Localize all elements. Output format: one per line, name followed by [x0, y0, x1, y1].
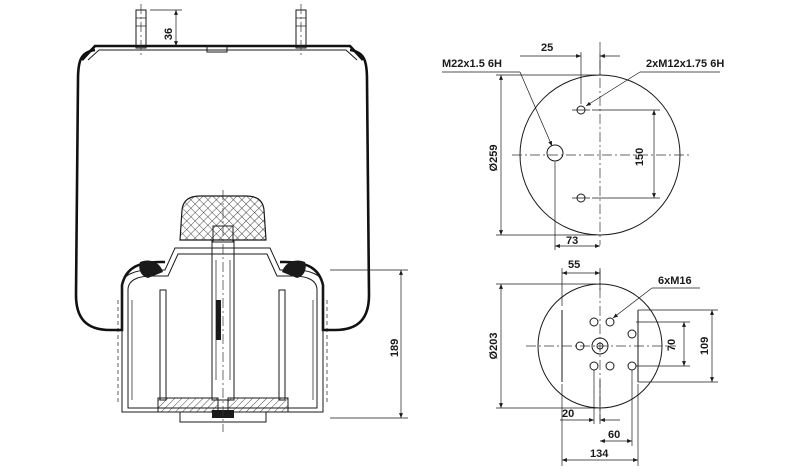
- dim-134: 134: [561, 384, 639, 466]
- svg-text:Ø259: Ø259: [488, 145, 500, 172]
- dim-top-diameter: Ø259: [488, 74, 596, 236]
- center-bolt: [211, 190, 235, 432]
- svg-text:55: 55: [568, 259, 580, 271]
- dim-109: 109: [638, 309, 718, 383]
- piston: [117, 247, 328, 423]
- svg-text:2xM12x1.75 6H: 2xM12x1.75 6H: [646, 58, 724, 70]
- dim-stud-height: 36: [150, 9, 182, 47]
- dim-70: 70: [636, 321, 690, 367]
- svg-text:134: 134: [590, 448, 609, 460]
- dim-73: 73: [554, 162, 600, 250]
- top-plate-notch: [206, 45, 228, 53]
- center-thread-hole: [546, 144, 564, 162]
- top-plate-view: M22x1.5 6H 2xM12x1.75 6H 25 Ø259: [442, 42, 724, 250]
- dim-60: 60: [600, 370, 633, 446]
- side-section-view: 36: [74, 4, 408, 432]
- svg-text:73: 73: [566, 235, 578, 247]
- dim-stud-spacing: 150: [592, 109, 660, 199]
- svg-text:150: 150: [634, 148, 646, 166]
- rubber-bellow: [74, 48, 165, 332]
- dim-offset: 25: [520, 42, 620, 104]
- svg-text:25: 25: [541, 42, 553, 54]
- dim-20: 20: [560, 370, 620, 424]
- dim-189-label: 189: [389, 339, 401, 357]
- svg-text:109: 109: [699, 337, 711, 355]
- dim-55: 55: [561, 259, 601, 306]
- bolt-holes: [575, 317, 637, 371]
- svg-text:60: 60: [608, 429, 620, 441]
- svg-text:Ø203: Ø203: [488, 333, 500, 360]
- svg-text:20: 20: [562, 408, 574, 420]
- dim-height: 189: [330, 269, 408, 419]
- label-center-thread: M22x1.5 6H: [442, 58, 553, 147]
- dim-bottom-diameter: Ø203: [488, 283, 596, 409]
- bottom-plate-view: 55 6xM16 Ø203 70 109: [488, 259, 718, 466]
- svg-text:6xM16: 6xM16: [658, 275, 692, 287]
- label-stud-threads: 2xM12x1.75 6H: [585, 58, 724, 107]
- top-bead-plate: [81, 44, 364, 61]
- dim-36-label: 36: [163, 28, 175, 40]
- mounting-studs: [135, 4, 307, 56]
- label-bolts: 6xM16: [612, 275, 700, 319]
- svg-text:70: 70: [666, 339, 678, 351]
- svg-text:M22x1.5 6H: M22x1.5 6H: [442, 58, 502, 70]
